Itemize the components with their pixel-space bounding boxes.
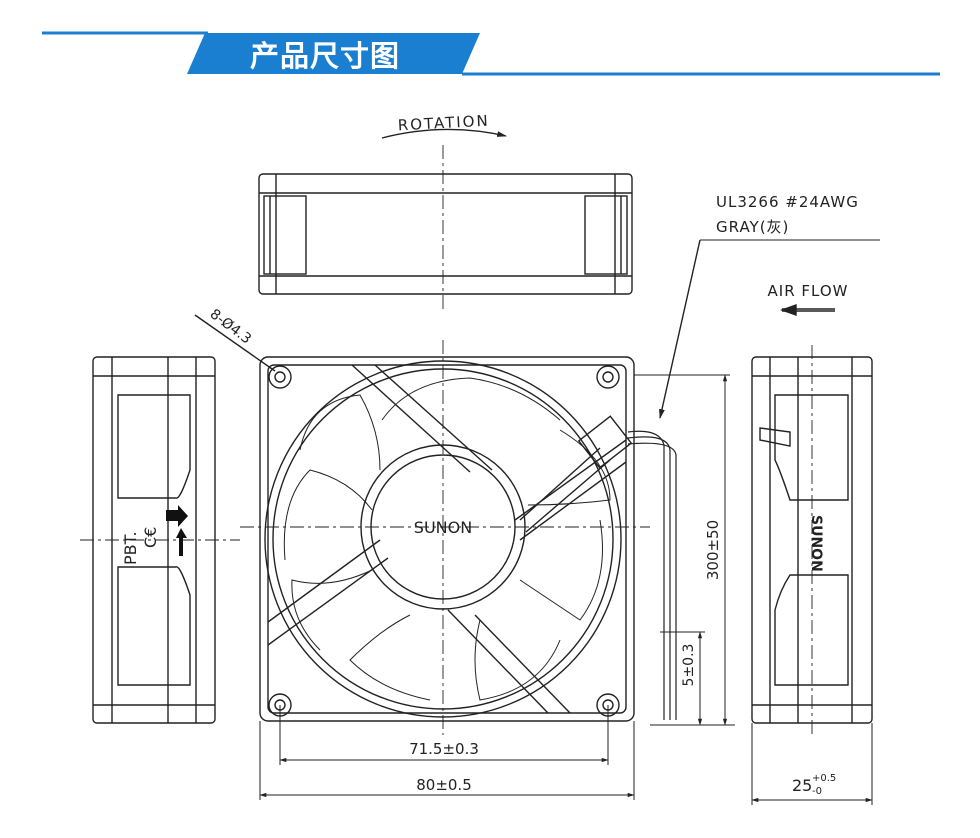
ce-mark: C€ — [141, 527, 160, 548]
dim-depth: 25 — [792, 776, 812, 795]
wire-exit — [519, 415, 633, 533]
side-label-pbt: PBT. — [121, 531, 140, 565]
banner-tab — [187, 33, 480, 74]
hole-leader — [194, 314, 276, 372]
lead-wires — [627, 430, 677, 720]
fan-hub-outer — [360, 444, 526, 610]
dim-depth-tol-upper: +0.5 — [812, 773, 836, 784]
airflow-label: AIR FLOW — [768, 282, 849, 300]
top-view — [258, 173, 633, 295]
fan-blades — [283, 377, 611, 701]
center-lines — [80, 145, 813, 735]
dim-depth-tol-lower: -0 — [812, 786, 822, 797]
dimensions — [259, 374, 873, 805]
right-side-view — [751, 356, 873, 724]
struts — [267, 364, 627, 714]
front-view — [259, 356, 635, 722]
title-banner — [42, 31, 940, 76]
hole-spec-label: 8-Ø4.3 — [207, 306, 254, 347]
rotation-arrow — [381, 128, 507, 139]
fan-hub — [370, 454, 516, 600]
airflow-arrow — [779, 304, 835, 316]
mounting-holes — [268, 365, 620, 717]
wire-spec-line2: GRAY(灰) — [716, 218, 789, 236]
wire-spec-leader — [659, 239, 701, 419]
page-title: 产品尺寸图 — [250, 39, 401, 73]
dim-hole-spacing: 71.5±0.3 — [409, 740, 479, 758]
wire-spec-line1: UL3266 #24AWG — [716, 193, 859, 211]
hub-brand-label: SUNON — [414, 518, 472, 537]
side-brand-label: SUNON — [808, 515, 824, 572]
direction-arrows — [166, 505, 188, 556]
dim-wire-strip: 5±0.3 — [681, 644, 697, 687]
rotation-label: ROTATION — [397, 112, 490, 135]
dim-depth-base: 25 — [792, 776, 812, 795]
dim-wire-length: 300±50 — [704, 520, 722, 580]
dim-width: 80±0.5 — [416, 776, 472, 794]
left-side-view — [92, 356, 216, 724]
